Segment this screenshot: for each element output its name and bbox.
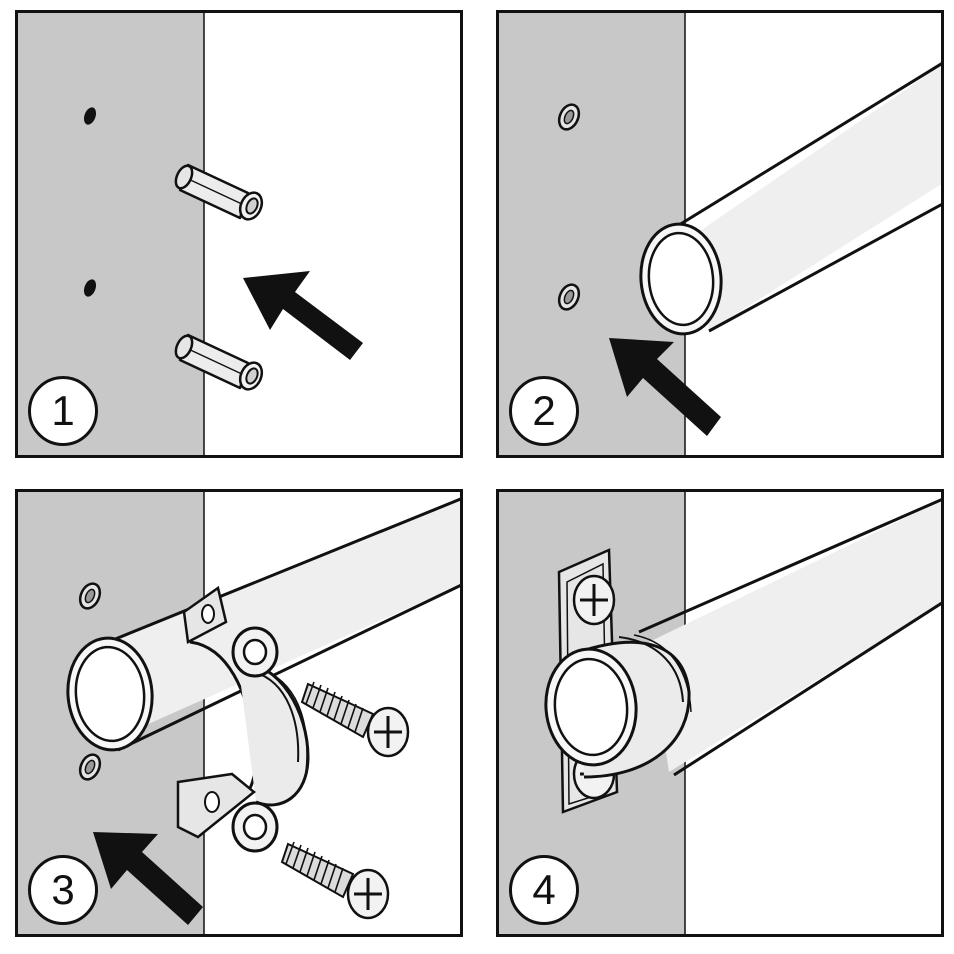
plug-in-hole-bottom (78, 753, 102, 781)
step-number-badge: 2 (509, 376, 579, 446)
plug-in-hole-top (78, 582, 102, 610)
step-4-panel: 4 (496, 489, 944, 937)
pipe-icon (638, 498, 941, 777)
step-number-badge: 4 (509, 855, 579, 925)
screw-icon (300, 681, 410, 758)
drill-hole-bottom (83, 279, 97, 297)
screw-icon (280, 841, 390, 920)
step-number-badge: 3 (28, 855, 98, 925)
pipe-end (544, 647, 638, 767)
plug-in-hole-top (557, 103, 581, 131)
wall-plug-icon (174, 163, 264, 221)
washer-icon (231, 626, 279, 678)
direction-arrow-icon (93, 832, 203, 925)
step-1-panel: 1 (15, 10, 463, 458)
plug-in-hole-bottom (557, 283, 581, 311)
wall-plug-icon (174, 333, 264, 391)
step-3-panel: 3 (15, 489, 463, 937)
pipe-icon (639, 62, 941, 336)
step-number-badge: 1 (28, 376, 98, 446)
drill-hole-top (83, 107, 97, 125)
direction-arrow-icon (609, 338, 721, 436)
pipe-clamp-icon (176, 585, 310, 839)
pipe-icon (66, 497, 460, 752)
washer-icon (231, 801, 279, 853)
step-2-panel: 2 (496, 10, 944, 458)
step-3-illustration (18, 492, 460, 934)
direction-arrow-icon (243, 271, 363, 360)
